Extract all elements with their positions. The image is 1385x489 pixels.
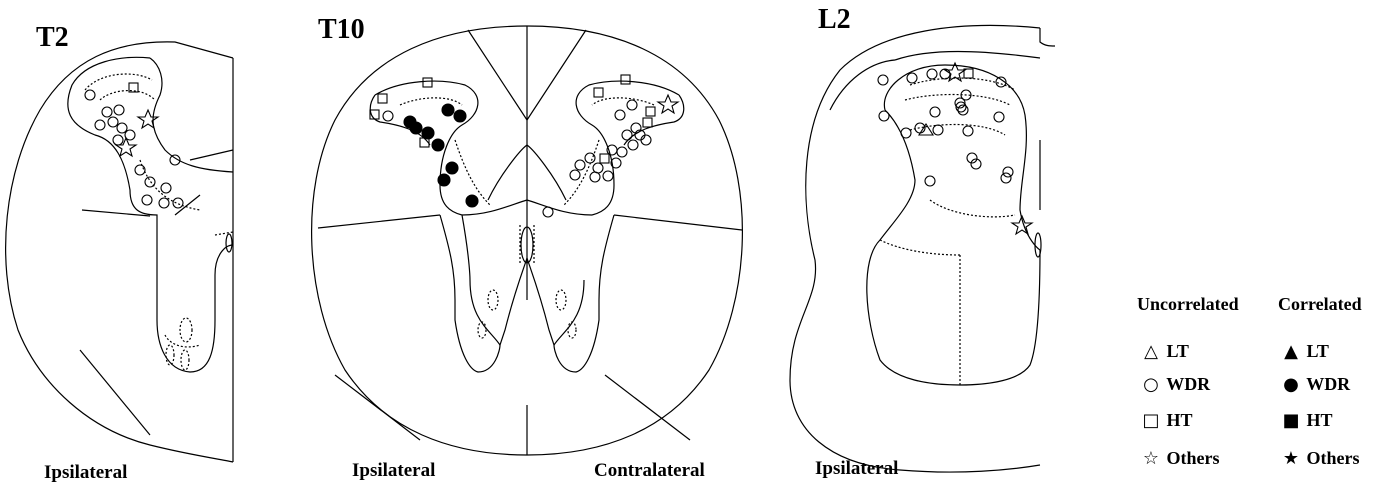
filled-square-icon: ■: [1280, 410, 1302, 431]
legend-item-uncorrelated-ht: □ HT: [1140, 410, 1193, 431]
legend-item-uncorrelated-others: ☆ Others: [1140, 448, 1220, 469]
legend-item-uncorrelated-lt: △ LT: [1140, 341, 1189, 362]
l2-section-drawing: [790, 25, 1055, 472]
legend-label: HT: [1167, 410, 1193, 430]
filled-triangle-icon: ▲: [1280, 341, 1302, 362]
side-label-l2: Ipsilateral: [815, 458, 898, 480]
legend-item-correlated-wdr: ● WDR: [1280, 374, 1350, 395]
legend-item-correlated-lt: ▲ LT: [1280, 341, 1329, 362]
legend-label: WDR: [1166, 374, 1210, 394]
legend-item-correlated-others: ★ Others: [1280, 448, 1360, 469]
level-label-l2: L2: [818, 4, 851, 36]
legend-item-correlated-ht: ■ HT: [1280, 410, 1333, 431]
level-label-t2: T2: [36, 22, 69, 54]
filled-star-icon: ★: [1280, 448, 1302, 469]
open-star-icon: ☆: [1140, 448, 1162, 469]
open-circle-icon: ○: [1140, 374, 1162, 395]
legend-label: LT: [1167, 341, 1189, 361]
side-label-t10-right: Contralateral: [594, 460, 705, 482]
filled-circle-icon: ●: [1280, 374, 1302, 395]
open-triangle-icon: △: [1140, 341, 1162, 362]
legend-label: HT: [1307, 410, 1333, 430]
t10-section-drawing: [312, 26, 743, 455]
legend-label: Others: [1307, 448, 1360, 468]
side-label-t2: Ipsilateral: [44, 462, 127, 484]
legend-label: WDR: [1306, 374, 1350, 394]
side-label-t10-left: Ipsilateral: [352, 460, 435, 482]
legend-item-uncorrelated-wdr: ○ WDR: [1140, 374, 1210, 395]
legend-heading-correlated: Correlated: [1278, 294, 1362, 315]
t2-section-drawing: [6, 42, 233, 462]
open-square-icon: □: [1140, 410, 1162, 431]
legend-label: Others: [1167, 448, 1220, 468]
legend-heading-uncorrelated: Uncorrelated: [1137, 294, 1239, 315]
level-label-t10: T10: [318, 14, 365, 46]
legend-label: LT: [1307, 341, 1329, 361]
